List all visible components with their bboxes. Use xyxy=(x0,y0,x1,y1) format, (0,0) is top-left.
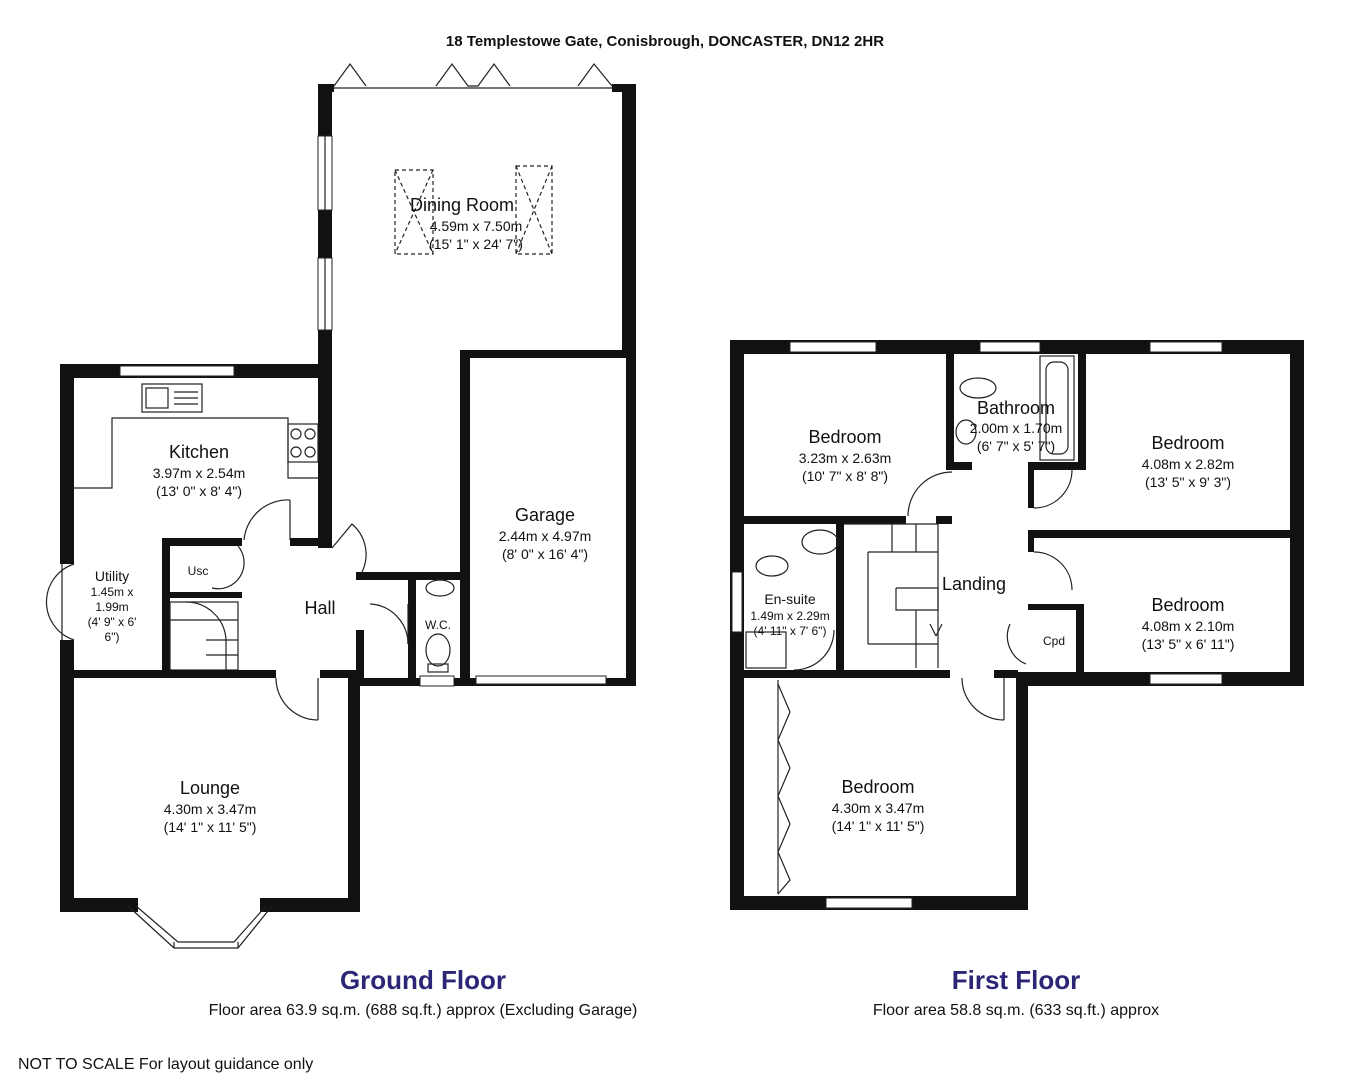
dining-room-metric: 4.59m x 7.50m xyxy=(430,218,523,234)
wc-name: W.C. xyxy=(425,618,451,632)
bathroom-imperial: (6' 7" x 5' 7") xyxy=(977,438,1055,454)
lounge-metric: 4.30m x 3.47m xyxy=(164,801,257,817)
bedroom-main-name: Bedroom xyxy=(841,777,914,797)
bathroom-metric: 2.00m x 1.70m xyxy=(970,420,1063,436)
bedroom-back-left-name: Bedroom xyxy=(808,427,881,447)
bedroom-front-right-metric: 4.08m x 2.10m xyxy=(1142,618,1235,634)
utility-imperial-1: (4' 9" x 6' xyxy=(88,615,137,629)
bathroom-name: Bathroom xyxy=(977,398,1055,418)
disclaimer: NOT TO SCALE For layout guidance only xyxy=(18,1056,313,1073)
utility-metric-1: 1.45m x xyxy=(91,585,134,599)
kitchen-metric: 3.97m x 2.54m xyxy=(153,465,246,481)
first-floor-area: Floor area 58.8 sq.m. (633 sq.ft.) appro… xyxy=(873,1002,1159,1019)
bedroom-back-right-metric: 4.08m x 2.82m xyxy=(1142,456,1235,472)
ensuite-name: En-suite xyxy=(764,591,816,607)
cpd-name: Cpd xyxy=(1043,634,1065,648)
dining-room-imperial: (15' 1" x 24' 7") xyxy=(429,236,523,252)
first-floor-plan xyxy=(730,340,1304,910)
hall-name: Hall xyxy=(304,598,335,618)
kitchen-name: Kitchen xyxy=(169,442,229,462)
ground-floor-plan xyxy=(45,62,636,949)
garage-metric: 2.44m x 4.97m xyxy=(499,528,592,544)
utility-imperial-2: 6") xyxy=(105,630,120,644)
usc-name: Usc xyxy=(188,564,209,578)
bedroom-main-metric: 4.30m x 3.47m xyxy=(832,800,925,816)
ensuite-metric: 1.49m x 2.29m xyxy=(750,609,829,623)
utility-metric-2: 1.99m xyxy=(95,600,128,614)
kitchen-imperial: (13' 0" x 8' 4") xyxy=(156,483,242,499)
bedroom-back-right-name: Bedroom xyxy=(1151,433,1224,453)
ground-floor-area: Floor area 63.9 sq.m. (688 sq.ft.) appro… xyxy=(209,1002,638,1019)
bedroom-back-left-metric: 3.23m x 2.63m xyxy=(799,450,892,466)
first-floor-title: First Floor xyxy=(952,965,1081,995)
garage-name: Garage xyxy=(515,505,575,525)
skylight-icon xyxy=(394,165,553,255)
utility-name: Utility xyxy=(95,568,129,584)
lounge-name: Lounge xyxy=(180,778,240,798)
bedroom-main-imperial: (14' 1" x 11' 5") xyxy=(832,818,925,834)
dining-room-name: Dining Room xyxy=(410,195,514,215)
ground-floor-title: Ground Floor xyxy=(340,965,506,995)
bedroom-front-right-name: Bedroom xyxy=(1151,595,1224,615)
garage-imperial: (8' 0" x 16' 4") xyxy=(502,546,588,562)
ensuite-imperial: (4' 11" x 7' 6") xyxy=(754,624,827,638)
lounge-imperial: (14' 1" x 11' 5") xyxy=(164,819,257,835)
landing-name: Landing xyxy=(942,574,1006,594)
bedroom-front-right-imperial: (13' 5" x 6' 11") xyxy=(1142,636,1235,652)
bedroom-back-right-imperial: (13' 5" x 9' 3") xyxy=(1145,474,1231,490)
bedroom-back-left-imperial: (10' 7" x 8' 8") xyxy=(802,468,888,484)
property-address: 18 Templestowe Gate, Conisbrough, DONCAS… xyxy=(446,33,884,50)
